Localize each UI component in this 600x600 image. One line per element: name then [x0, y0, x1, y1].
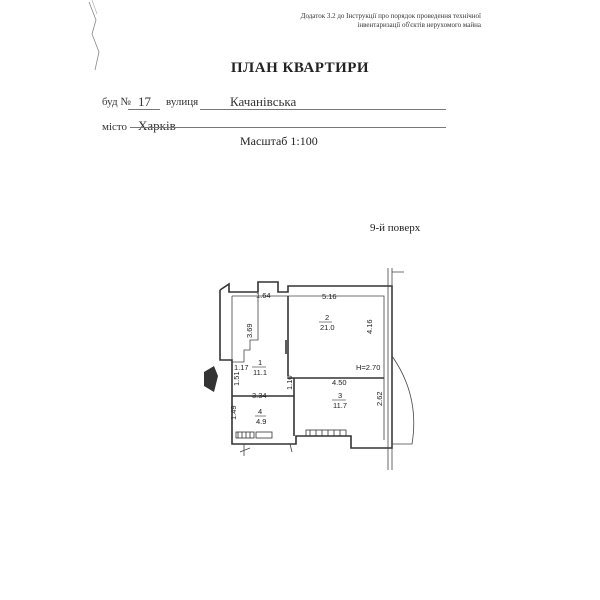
building-underline — [128, 109, 160, 110]
windows-bottom — [235, 429, 347, 439]
dim-1-51: 1.51 — [232, 371, 241, 386]
dim-3-34: 3.34 — [252, 391, 267, 400]
room-1-number: 1 — [258, 358, 262, 367]
inner-wall-line — [231, 295, 385, 440]
dim-4-50: 4.50 — [332, 378, 347, 387]
street-label: вулиця — [166, 96, 199, 108]
entrance-arrow-icon — [204, 366, 218, 392]
floor-label: 9-й поверх — [370, 222, 421, 234]
room-1-area: 11.1 — [253, 368, 267, 377]
dim-3-69: 3.69 — [245, 323, 254, 338]
balcony — [391, 355, 415, 445]
building-label: буд № — [102, 96, 131, 108]
room-3-number: 3 — [338, 391, 342, 400]
room-3-area: 11.7 — [333, 401, 347, 410]
dim-1-17: 1.17 — [234, 363, 249, 372]
margin-pencil-mark — [88, 0, 100, 71]
city-underline — [130, 127, 446, 128]
dim-4-16: 4.16 — [365, 319, 374, 334]
dim-2-62: 2.62 — [375, 391, 384, 406]
dim-1-49: 1.49 — [229, 405, 238, 420]
bottom-ticks — [239, 443, 293, 456]
annex-line-1: Додаток 3.2 до Інструкції про порядок пр… — [300, 12, 481, 20]
room-4-area: 4.9 — [256, 417, 266, 426]
city-label: місто — [102, 121, 128, 133]
annex-note: Додаток 3.2 до Інструкції про порядок пр… — [246, 12, 481, 30]
street-underline — [200, 109, 446, 110]
street-name: Качанівська — [230, 94, 297, 109]
dim-height: H=2.70 — [356, 363, 380, 372]
partition-1-2 — [285, 296, 289, 376]
dim-1-10: 1.10 — [285, 375, 294, 390]
document-title: ПЛАН КВАРТИРИ — [230, 60, 370, 76]
room-2-area: 21.0 — [320, 323, 335, 332]
scale-label: Масштаб 1:100 — [240, 134, 318, 148]
building-number: 17 — [138, 94, 151, 109]
room-2-number: 2 — [325, 313, 329, 322]
annex-line-2: інвентаризації об'єктів нерухомого майна — [357, 21, 481, 29]
entrance-niche — [232, 296, 259, 363]
dim-5-16: 5.16 — [322, 292, 337, 301]
room-4-number: 4 — [258, 407, 262, 416]
right-ruler — [387, 268, 404, 470]
dim-1-64: 1.64 — [256, 291, 271, 300]
city-name: Харків — [138, 118, 176, 133]
